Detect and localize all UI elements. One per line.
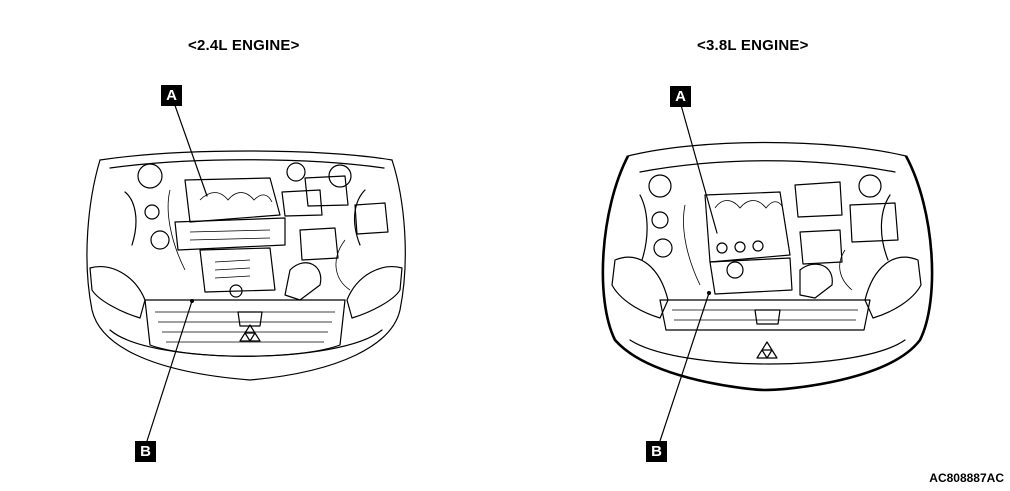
car-3-8l-illustration: [601, 141, 934, 392]
pointer-dot-b-right: [707, 291, 711, 295]
leader-line-a-left: [171, 96, 208, 197]
pointer-dot-b-left: [190, 299, 194, 303]
leader-line-a-right: [680, 104, 718, 234]
figure-code: AC808887AC: [929, 471, 1004, 485]
callout-b-left: B: [135, 441, 156, 462]
leader-line-b-right: [659, 292, 710, 442]
callout-a-right: A: [670, 86, 691, 107]
leader-line-b-left: [146, 300, 193, 442]
callout-a-left: A: [161, 85, 182, 106]
title-3-8l-engine: <3.8L ENGINE>: [697, 37, 809, 54]
title-2-4l-engine: <2.4L ENGINE>: [188, 37, 300, 54]
car-2-4l-illustration: [86, 150, 406, 381]
callout-b-right: B: [646, 441, 667, 462]
